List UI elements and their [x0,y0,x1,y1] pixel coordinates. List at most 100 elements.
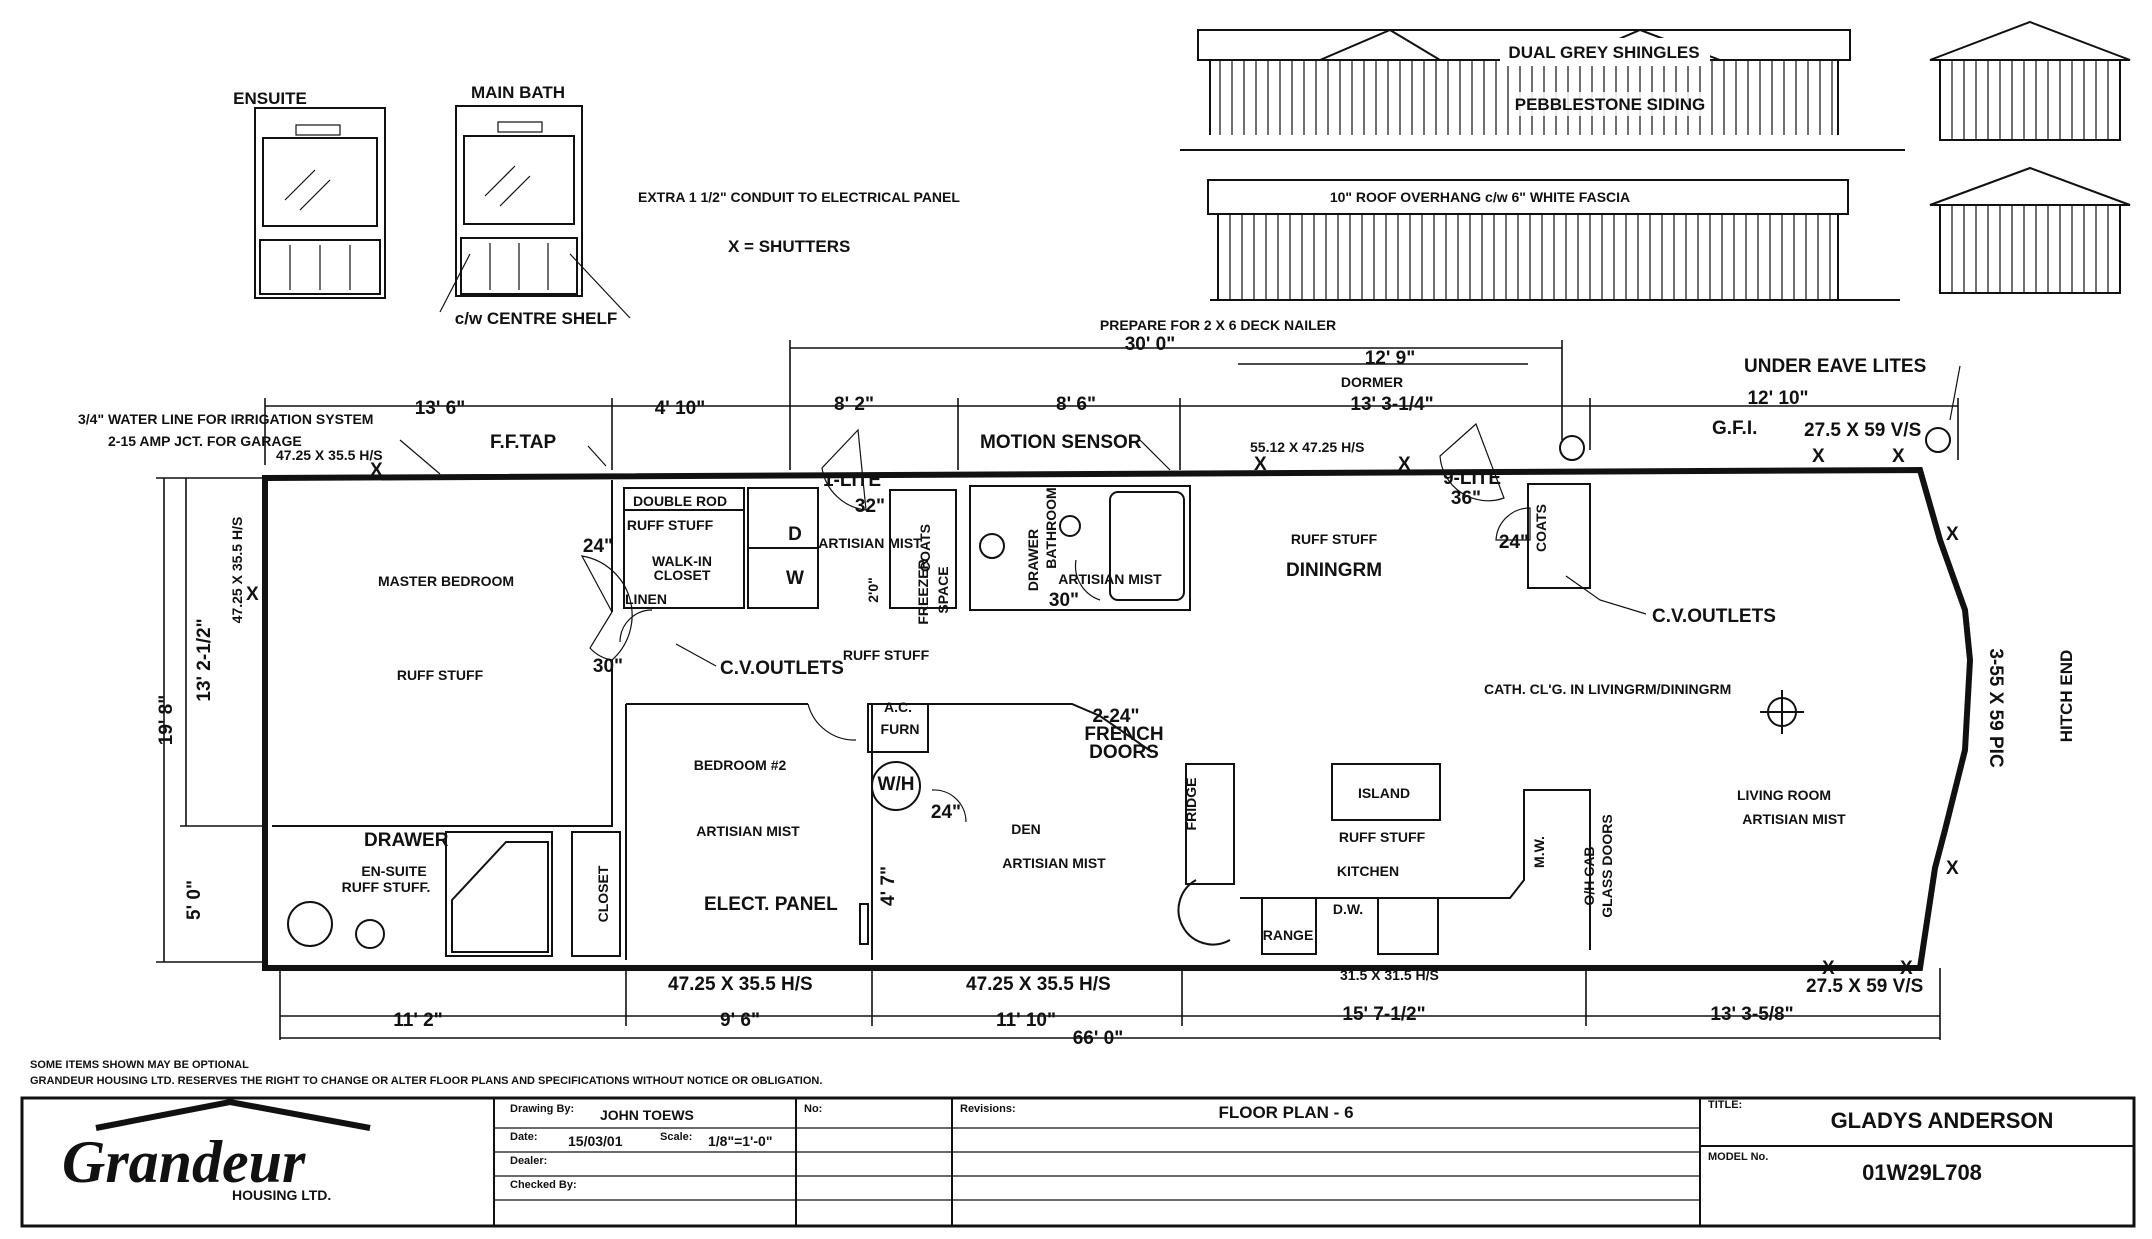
room-ensuite: EN-SUITE [361,863,426,879]
shingles-label: DUAL GREY SHINGLES [1508,43,1699,62]
ensuite-vanity-label: ENSUITE [233,89,307,108]
garage-jct-note: 2-15 AMP JCT. FOR GARAGE [108,433,302,449]
window-living-top: 27.5 X 59 V/S [1804,420,1921,441]
scale-label: Scale: [660,1131,692,1143]
closet-label: CLOSET [654,567,711,583]
scale-value: 1/8"=1'-0" [708,1133,772,1149]
vanity-elevations: ENSUITE MAIN BATH c/w CENTRE SHELF [233,83,631,328]
dealer-label: Dealer: [510,1155,547,1167]
siding-label: PEBBLESTONE SIDING [1515,95,1706,114]
dryer-label: D [788,524,802,545]
exterior-annotations: 3/4" WATER LINE FOR IRRIGATION SYSTEM 2-… [78,356,2076,997]
disclaimer-note: GRANDEUR HOUSING LTD. RESERVES THE RIGHT… [30,1075,822,1087]
under-eave-note: UNDER EAVE LITES [1744,356,1926,377]
shutter-x: X [1892,446,1905,467]
dim-66-0: 66' 0" [1073,1028,1124,1049]
shutter-x: X [1946,858,1959,879]
exterior-elevations: DUAL GREY SHINGLES PEBBLESTONE SIDING 10… [1180,20,2131,301]
water-heater-label: W/H [878,774,915,795]
window-living-bottom: 27.5 X 59 V/S [1806,976,1923,997]
walkin-label: WALK-IN [652,553,712,569]
washer-label: W [786,568,804,589]
centre-shelf-note: c/w CENTRE SHELF [455,309,617,328]
window-hitch-end: 3-55 X 59 PIC [1985,648,2006,768]
company-logo: Grandeur [62,1129,306,1195]
customer-title: GLADYS ANDERSON [1831,1108,2054,1133]
window-dining: 55.12 X 47.25 H/S [1250,439,1364,455]
door-9-lite: 9-LITE [1443,468,1501,489]
den-closet-size: 4' 7" [878,866,899,906]
dim-9-6: 9' 6" [720,1010,760,1031]
dim-8-2: 8' 2" [834,394,874,415]
bath-drawer-label: DRAWER [1025,529,1041,591]
hitch-end-label: HITCH END [2057,650,2076,743]
microwave-label: M.W. [1531,836,1547,868]
title-block: Grandeur HOUSING LTD. Drawing By: JOHN T… [20,1096,2136,1228]
model-number: 01W29L708 [1862,1160,1982,1185]
coats-2-label: COATS [1533,504,1549,552]
dim-12-10: 12' 10" [1747,388,1808,409]
dim-top-overall: 30' 0" [1125,334,1176,355]
dim-13-2: 13' 2-1/2" [194,618,215,701]
dim-4-10: 4' 10" [655,398,706,419]
ensuite-finish: RUFF STUFF. [342,879,431,895]
french-doors-size: 2-24" [1092,706,1139,727]
water-line-note: 3/4" WATER LINE FOR IRRIGATION SYSTEM [78,411,373,427]
double-rod-label: DOUBLE ROD [633,493,727,509]
window-den: 47.25 X 35.5 H/S [966,974,1111,995]
conduit-note: EXTRA 1 1/2" CONDUIT TO ELECTRICAL PANEL [638,189,960,205]
drawn-by-label: Drawing By: [510,1103,574,1115]
number-label: No: [804,1103,822,1115]
ensuite-vanity [254,107,386,299]
shutter-x: X [1812,446,1825,467]
ff-tap-note: F.F.TAP [490,432,556,453]
main-bath-mirror [463,135,575,225]
cv-outlets-hall: C.V.OUTLETS [720,658,844,679]
top-dimensions: PREPARE FOR 2 X 6 DECK NAILER 30' 0" 12'… [264,317,1959,470]
main-bath-vanity [455,105,583,297]
dishwasher-label: D.W. [1333,901,1363,917]
shutter-x: X [1822,958,1835,979]
shutters-note: X = SHUTTERS [728,237,850,256]
bath-finish: ARTISIAN MIST [1058,571,1162,587]
door-9-lite-size: 36" [1451,488,1481,509]
size-2-0: 2'0" [865,577,881,603]
room-dining: DININGRM [1286,560,1382,581]
dining-finish: RUFF STUFF [1291,531,1378,547]
furnace-label: FURN [881,721,920,737]
optional-note: SOME ITEMS SHOWN MAY BE OPTIONAL [30,1059,249,1071]
walkin-finish: RUFF STUFF [627,517,714,533]
range-label: RANGE [1263,927,1314,943]
overhang-label: 10" ROOF OVERHANG c/w 6" WHITE FASCIA [1330,189,1630,205]
room-den: DEN [1011,821,1041,837]
door-1-lite: 1-LITE [823,470,881,491]
deck-nailer-note: PREPARE FOR 2 X 6 DECK NAILER [1100,317,1336,333]
room-bedroom-2: BEDROOM #2 [694,757,787,773]
shutter-x: X [1254,454,1267,475]
bottom-dimensions: 11' 2" 9' 6" 11' 10" 15' 7-1/2" 13' 3-5/… [279,968,1941,1049]
dim-19-8: 19' 8" [156,695,177,746]
ac-label: A.C. [884,699,912,715]
window-bed2: 47.25 X 35.5 H/S [668,974,813,995]
shutter-marks: X X X X X X X X X X [246,446,1959,979]
shutter-x: X [1398,454,1411,475]
bed2-finish: ARTISIAN MIST [696,823,800,839]
living-finish: ARTISIAN MIST [1742,811,1846,827]
checked-by-label: Checked By: [510,1179,577,1191]
freezer-label: FREEZER [915,559,931,624]
company-logo-sub: HOUSING LTD. [232,1187,331,1203]
date-label: Date: [510,1131,538,1143]
master-finish: RUFF STUFF [397,667,484,683]
french-doors-label: FRENCH [1084,724,1163,745]
dim-11-2: 11' 2" [393,1010,442,1031]
walkin-door-size: 24" [583,536,613,557]
shutter-x: X [1946,524,1959,545]
window-kitchen: 31.5 X 31.5 H/S [1340,967,1439,983]
shutter-x: X [1900,958,1913,979]
dim-8-6: 8' 6" [1056,394,1096,415]
motion-sensor-note: MOTION SENSOR [980,432,1142,453]
linen-label: LINEN [625,591,667,607]
room-living: LIVING ROOM [1737,787,1831,803]
